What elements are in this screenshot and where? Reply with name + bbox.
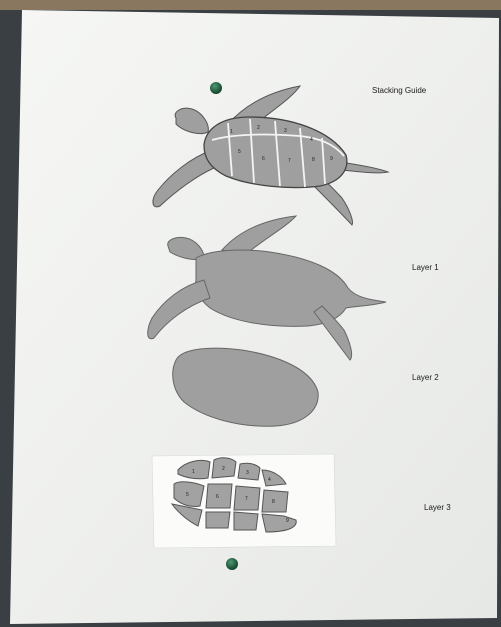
layer3-scute-number: 4: [268, 477, 271, 483]
guide-scute-number: 1: [230, 129, 233, 135]
layer3-scute-number: 7: [245, 496, 248, 502]
guide-scute-number: 3: [284, 128, 287, 134]
guide-scute-number: 5: [238, 149, 241, 155]
layer1-label: Layer 1: [412, 263, 439, 272]
layer2-label: Layer 2: [412, 373, 439, 382]
layer3-cutout: 1 2 3 4 5 6 7 8 9: [152, 454, 336, 548]
layer3-scute-number: 1: [192, 469, 195, 475]
guide-scute-number: 9: [330, 156, 333, 162]
layer3-scute-number: 5: [186, 492, 189, 498]
layer3-scute-number: 9: [286, 518, 289, 524]
layer3-scute-number: 6: [216, 494, 219, 500]
board-edge: [0, 0, 501, 10]
layer3-label: Layer 3: [424, 503, 451, 512]
push-pin-bottom: [226, 558, 238, 570]
guide-scute-number: 6: [262, 156, 265, 162]
guide-scute-number: 2: [257, 125, 260, 131]
layer3-scute-number: 2: [222, 466, 225, 472]
guide-scute-number: 7: [288, 158, 291, 164]
layer3-scute-number: 8: [272, 499, 275, 505]
guide-scute-number: 8: [312, 157, 315, 163]
stacking-guide-label: Stacking Guide: [372, 86, 426, 95]
layer3-scute-number: 3: [246, 470, 249, 476]
push-pin-top: [210, 82, 222, 94]
guide-scute-number: 4: [310, 137, 313, 143]
